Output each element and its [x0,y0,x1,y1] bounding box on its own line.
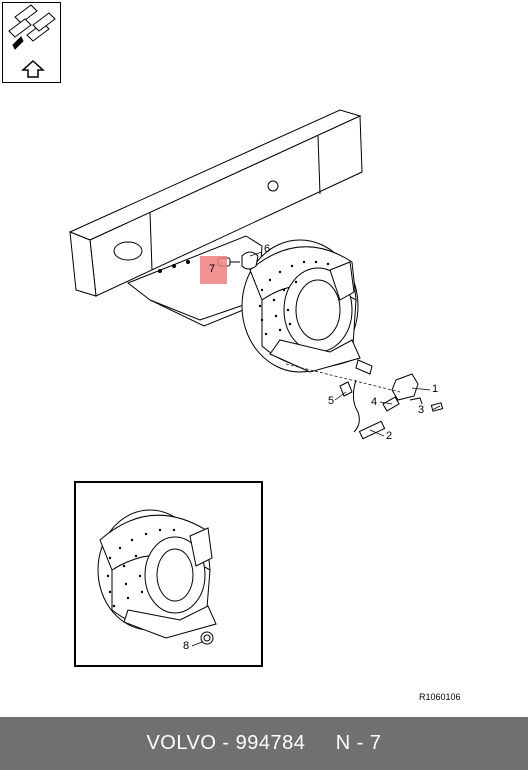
footer-bar: VOLVO - 994784 N - 7 [0,717,528,770]
vehicle-direction-arrow-icon [8,4,56,78]
callout-1: 1 [432,383,439,395]
callout-8: 8 [183,640,190,652]
footer-part-number: 994784 [235,732,306,754]
orientation-indicator [2,2,61,83]
brake-assembly-drawing [68,109,444,647]
drawing-reference-code: R1060106 [419,692,461,702]
detail-inset-frame [74,481,263,667]
footer-gap [305,732,335,755]
callout-7-highlight [200,256,227,284]
footer-separator: - [216,732,236,754]
callout-7: 7 [209,263,216,275]
callout-3: 3 [418,404,425,416]
footer-page: N - 7 [335,732,382,754]
callout-6: 6 [264,243,271,255]
footer-brand: VOLVO [146,732,217,754]
callout-5: 5 [328,395,335,407]
callout-2: 2 [386,430,393,442]
callout-4: 4 [371,396,378,408]
